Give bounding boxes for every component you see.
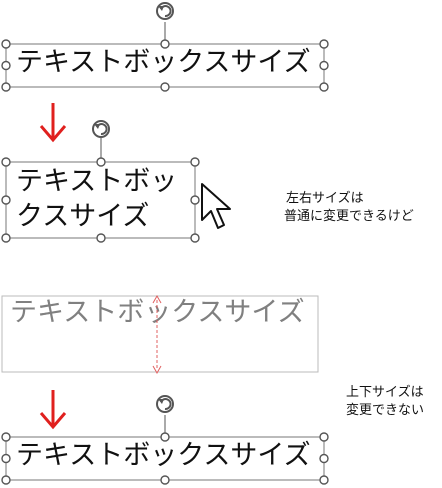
rotate-handle-icon[interactable] [0, 388, 442, 488]
textbox-resized-width[interactable]: テキストボッ クスサイズ [0, 110, 442, 250]
textbox-original[interactable]: テキストボックスサイズ [0, 0, 442, 100]
note-width-line1: 左右サイズは [286, 191, 364, 206]
note-width-resize: 左右サイズは 普通に変更できるけど [284, 190, 414, 226]
selection-frame-1 [1, 22, 329, 92]
rotate-handle-icon[interactable] [0, 0, 442, 100]
rotate-handle-icon[interactable] [0, 110, 442, 250]
ghost-frame [1, 295, 319, 373]
note-height-line1: 上下サイズは [346, 385, 424, 400]
textbox-text: テキストボックスサイズ [16, 440, 311, 471]
textbox-text: テキストボックスサイズ [16, 47, 311, 78]
resize-dashed-arrow-icon [152, 294, 162, 375]
note-height-resize: 上下サイズは 変更できない [346, 384, 424, 420]
textbox-height-drag-ghost: テキストボックスサイズ [0, 290, 442, 380]
selection-frame-4 [1, 415, 329, 485]
note-height-line2: 変更できない [346, 403, 425, 418]
selection-frame-2 [1, 138, 200, 243]
note-width-line2: 普通に変更できるけど [284, 209, 414, 224]
textbox-text-line1: テキストボッ [16, 166, 178, 197]
textbox-height-unchanged[interactable]: テキストボックスサイズ [0, 388, 442, 488]
textbox-text-line2: クスサイズ [16, 201, 150, 232]
